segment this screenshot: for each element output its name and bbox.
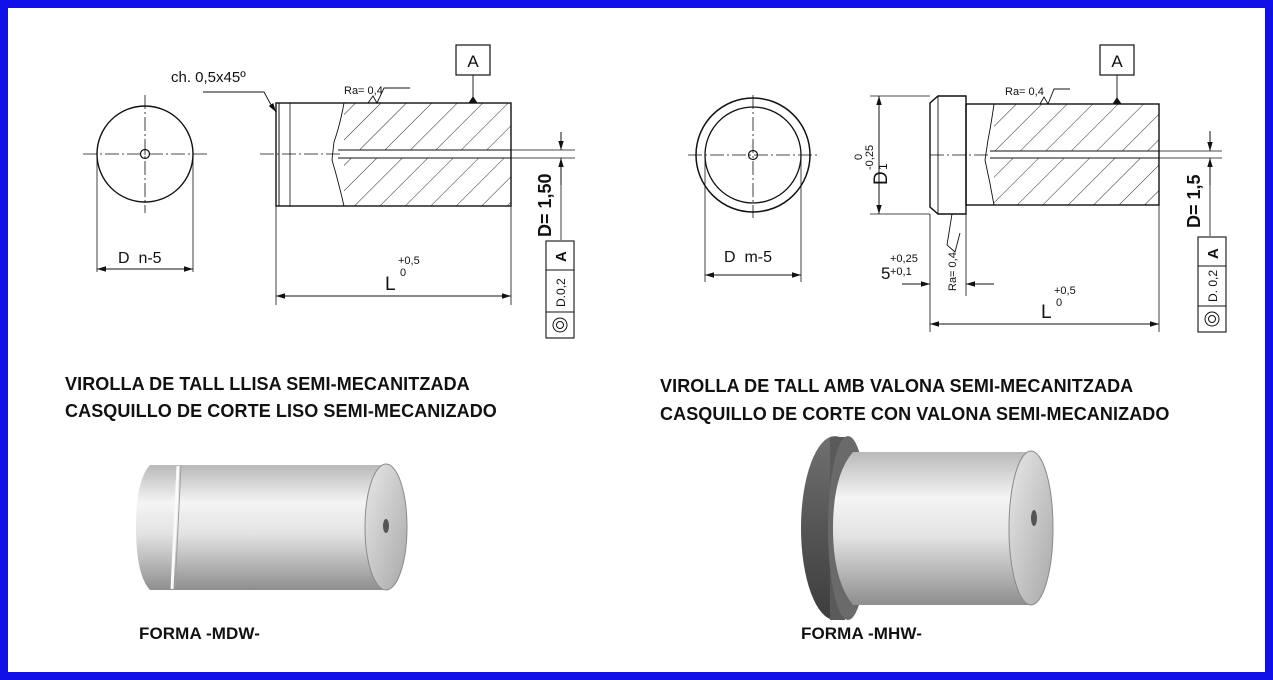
right-five-upper: +0,25 (890, 253, 918, 265)
right-diameter-label: D m-5 (724, 249, 772, 266)
right-title-catalan: VIROLLA DE TALL AMB VALONA SEMI-MECANITZ… (660, 376, 1134, 396)
right-bushing-render (801, 436, 1054, 620)
left-title-spanish: CASQUILLO DE CORTE LISO SEMI-MECANIZADO (65, 401, 497, 421)
left-geo-tol-datum: A (553, 251, 570, 262)
right-length-lower: 0 (1056, 297, 1062, 309)
left-form-label: FORMA -MDW- (139, 624, 260, 643)
left-section-view (203, 44, 575, 339)
left-diameter-label: D n-5 (118, 250, 162, 267)
left-title-catalan: VIROLLA DE TALL LLISA SEMI-MECANITZADA (65, 374, 470, 394)
right-geo-tol-datum: A (1205, 248, 1222, 259)
right-five-lower: +0,1 (890, 266, 912, 278)
right-datum-label: A (1111, 52, 1123, 71)
right-d1-label: D (871, 171, 892, 185)
right-five-label: 5 (881, 264, 890, 283)
left-length-lower: 0 (400, 267, 406, 279)
right-end-view (688, 95, 820, 282)
left-length-label: L (385, 274, 396, 295)
right-roughness-label: Ra= 0,4 (1005, 86, 1044, 98)
right-form-label: FORMA -MHW- (801, 624, 922, 643)
right-d1-tol-top: 0 (853, 154, 865, 160)
left-d-tolerance: D= 1,50 (535, 173, 555, 237)
right-length-upper: +0,5 (1054, 285, 1076, 297)
right-roughness-vertical: Ra= 0,4 (947, 252, 959, 291)
technical-drawing: ch. 0,5x45º A Ra= 0,4 D n-5 L 0 +0,5 D= … (83, 44, 1227, 620)
left-bushing-render (136, 463, 408, 591)
left-chamfer-label: ch. 0,5x45º (171, 69, 246, 86)
right-d1-subscript: 1 (876, 163, 890, 170)
left-roughness-label: Ra= 0,4 (344, 85, 383, 97)
right-d-tolerance: D= 1,5 (1184, 174, 1204, 228)
left-geo-tol-value: D.0,2 (554, 278, 568, 307)
right-title-spanish: CASQUILLO DE CORTE CON VALONA SEMI-MECAN… (660, 404, 1170, 424)
right-d1-tol-bottom: -0,25 (864, 145, 876, 170)
left-end-view (83, 95, 207, 272)
left-length-upper: +0,5 (398, 255, 420, 267)
right-geo-tol-value: D. 0,2 (1206, 270, 1220, 302)
left-datum-label: A (467, 52, 479, 71)
right-length-label: L (1041, 302, 1052, 323)
right-section-view (870, 44, 1227, 333)
